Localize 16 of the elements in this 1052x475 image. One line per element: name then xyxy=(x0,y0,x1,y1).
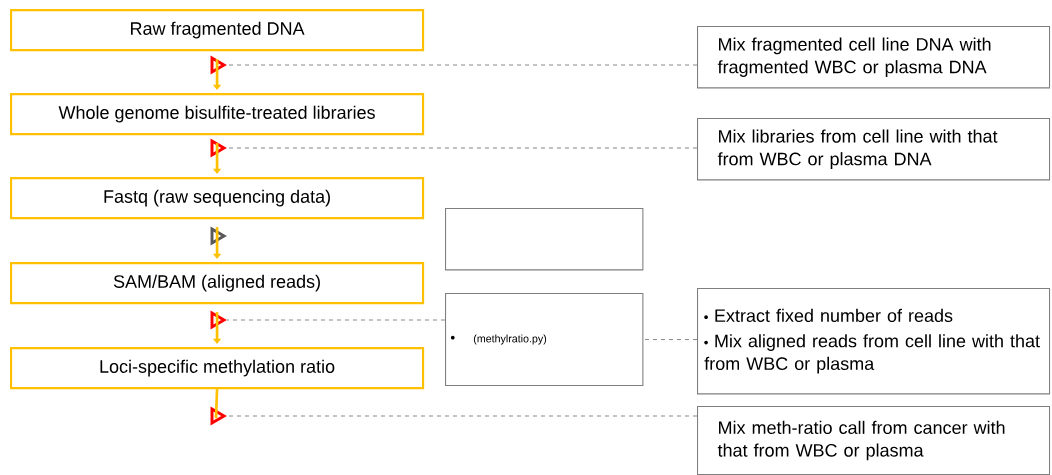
dashed-connector xyxy=(226,415,698,417)
dashed-connector xyxy=(226,319,446,321)
note-box: Mix meth-ratio call from cancer with that from WBC or plasma xyxy=(697,406,1051,475)
note-box: Mix fragmented cell line DNA with fragmented WBC or plasma DNA xyxy=(697,26,1051,89)
note-box: Mix libraries from cell line with that from WBC or plasma DNA xyxy=(697,118,1051,181)
step-box: Fastq (raw sequencing data) xyxy=(10,177,425,220)
step-box: Whole genome bisulfite-treated libraries xyxy=(10,93,425,136)
tool-list-box xyxy=(445,208,644,271)
step-box: SAM/BAM (aligned reads) xyxy=(10,262,425,305)
step-box: Raw fragmented DNA xyxy=(10,9,425,52)
dashed-connector xyxy=(226,147,698,149)
step-box: Loci-specific methylation ratio xyxy=(10,347,425,390)
tool-list-box: (methylratio.py) xyxy=(445,293,644,387)
dashed-connector xyxy=(226,64,698,66)
note-box: Extract fixed number of reads Mix aligned reads from cell line with that from WBC or plasma xyxy=(697,288,1051,395)
flow-line xyxy=(214,389,219,419)
